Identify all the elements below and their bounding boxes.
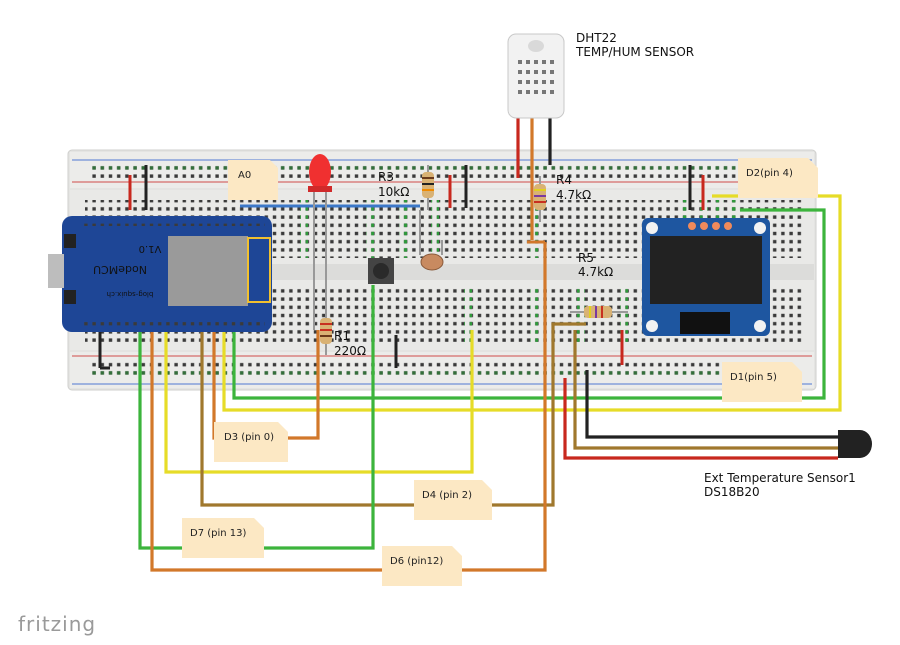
r4-value: 4.7kΩ — [556, 188, 591, 202]
note-d4: D4 (pin 2) — [414, 480, 492, 520]
wire-yellow — [164, 330, 474, 474]
dht22-desc: TEMP/HUM SENSOR — [575, 45, 694, 59]
r4-name: R4 — [556, 173, 572, 187]
note-d6-text: D6 (pin12) — [390, 556, 443, 567]
resistor-r4 — [534, 176, 546, 222]
note-d7: D7 (pin 13) — [182, 518, 264, 558]
r5-label: R5 4.7kΩ — [578, 251, 613, 279]
resistor-r1 — [320, 312, 332, 355]
wire-sensor-black — [585, 370, 838, 439]
nodemcu-url: blog-squix.ch — [107, 290, 154, 298]
resistor-r5 — [570, 306, 628, 318]
oled-display — [642, 218, 770, 336]
led — [308, 154, 332, 330]
nodemcu-board: NodeMCU V1.0 blog-squix.ch — [48, 216, 272, 332]
wire-sensor-red — [563, 378, 838, 460]
wire-sensor-brown — [573, 330, 838, 450]
note-d2-text: D2(pin 4) — [746, 168, 793, 179]
note-d2: D2(pin 4) — [738, 158, 818, 198]
note-d1-text: D1(pin 5) — [730, 372, 777, 383]
photoresistor — [419, 210, 444, 271]
oled-pins — [688, 222, 732, 230]
note-d7-text: D7 (pin 13) — [190, 528, 247, 539]
dht22-label: DHT22 TEMP/HUM SENSOR — [575, 31, 694, 59]
nodemcu-version: V1.0 — [139, 243, 162, 254]
wire-d4 — [200, 322, 586, 507]
wire-d2 — [232, 208, 826, 400]
r5-name: R5 — [578, 251, 594, 265]
note-a0-text: A0 — [238, 170, 251, 181]
dht22-sensor — [507, 33, 565, 119]
board-jumpers — [98, 165, 705, 370]
r1-label: R1 220Ω — [334, 329, 366, 358]
r3-name: R3 — [378, 170, 394, 184]
fritzing-logo: fritzing — [18, 612, 97, 636]
r1-value: 220Ω — [334, 344, 366, 358]
r4-label: R4 4.7kΩ — [556, 173, 591, 202]
note-d3-text: D3 (pin 0) — [224, 432, 274, 443]
r3-value: 10kΩ — [378, 185, 409, 199]
r5-value: 4.7kΩ — [578, 265, 613, 279]
note-d4-text: D4 (pin 2) — [422, 490, 472, 501]
ds18b20-sensor — [838, 430, 872, 458]
r1-name: R1 — [334, 329, 350, 343]
push-button — [368, 258, 394, 284]
note-d3: D3 (pin 0) — [214, 422, 288, 462]
note-d6: D6 (pin12) — [382, 546, 462, 586]
resistor-r3 — [422, 165, 434, 210]
note-a0: A0 — [228, 160, 278, 200]
dht22-name: DHT22 — [576, 31, 617, 45]
nodemcu-brand: NodeMCU — [93, 263, 147, 276]
ds18b20-model: DS18B20 — [704, 485, 760, 499]
note-d1: D1(pin 5) — [722, 362, 802, 402]
r3-label: R3 10kΩ — [378, 170, 409, 199]
wire-d6 — [150, 242, 547, 572]
ds18b20-label: Ext Temperature Sensor1 DS18B20 — [704, 471, 856, 499]
ds18b20-name: Ext Temperature Sensor1 — [704, 471, 856, 485]
